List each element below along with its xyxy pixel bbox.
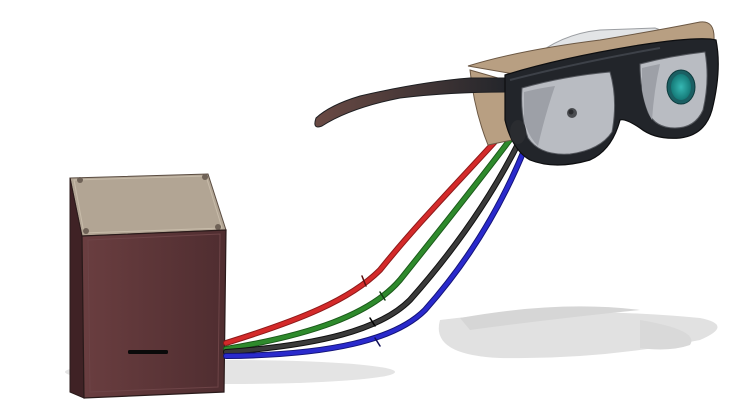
red-cable [223, 122, 513, 346]
screw-icon [215, 224, 221, 230]
cable-port [510, 120, 526, 144]
eyewear [314, 21, 719, 166]
camera-icon [666, 69, 696, 105]
control-box-front [81, 229, 227, 399]
control-box-slot [128, 350, 168, 354]
control-box [69, 173, 227, 399]
screw-icon [83, 228, 89, 234]
screw-icon [77, 177, 83, 183]
cable-bundle [223, 122, 528, 359]
control-box-top [69, 173, 227, 237]
screw-icon [202, 174, 208, 180]
eyewear-temple-arm [314, 77, 506, 128]
